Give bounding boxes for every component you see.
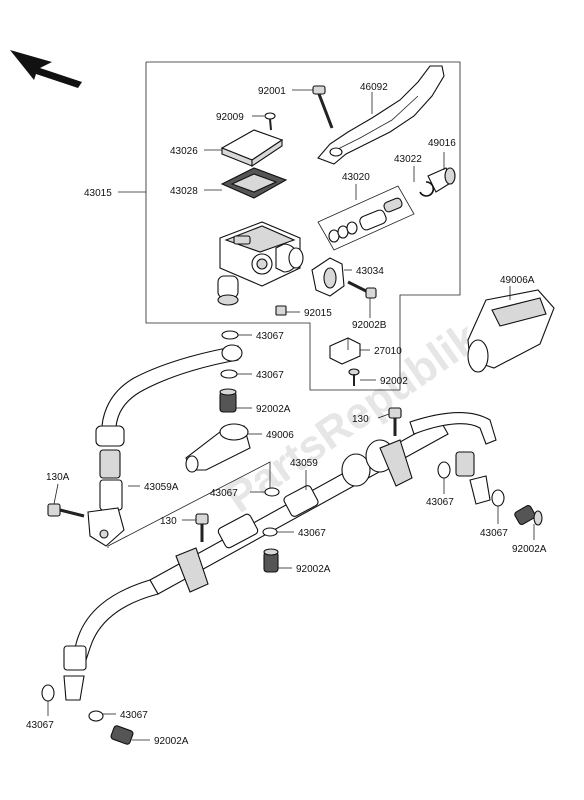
label-43067-c: 43067 <box>210 488 238 499</box>
label-92015: 92015 <box>304 308 332 319</box>
pivot-bolt-92001 <box>312 85 334 129</box>
leader-lines <box>47 89 535 741</box>
bolt-130-b <box>195 513 209 542</box>
brake-hose-43059 <box>149 412 497 595</box>
label-43067-b: 43067 <box>256 370 284 381</box>
label-92002A-d: 92002A <box>154 736 189 747</box>
brake-hose-lower <box>63 579 159 701</box>
label-92002A-b: 92002A <box>296 564 331 575</box>
banjo-bolt-92002A-a <box>219 388 237 413</box>
piston-kit-43020 <box>317 185 415 251</box>
dust-boot-49016 <box>427 167 456 193</box>
nut-92015 <box>275 305 287 316</box>
label-49016: 49016 <box>428 138 456 149</box>
label-43020: 43020 <box>342 172 370 183</box>
label-130-b: 130 <box>160 516 177 527</box>
part-labels: 92001 46092 92009 43026 49016 43022 4302… <box>26 82 547 747</box>
label-43067-f: 43067 <box>480 528 508 539</box>
brake-hose-43059A <box>87 344 243 547</box>
cap-49006 <box>185 423 251 473</box>
assembly-frame <box>145 61 461 391</box>
master-cylinder-body <box>217 221 304 306</box>
label-43015: 43015 <box>84 188 112 199</box>
banjo-bolt-92002A-d <box>110 725 134 745</box>
washer-43067-h <box>88 710 104 722</box>
clamp-43034 <box>311 257 345 297</box>
label-43059: 43059 <box>290 458 318 469</box>
washer-43067-c <box>264 487 280 497</box>
reservoir-cap-43026 <box>220 129 284 168</box>
label-92002B: 92002B <box>352 320 387 331</box>
label-92002A-a: 92002A <box>256 404 291 415</box>
label-46092: 46092 <box>360 82 388 93</box>
washer-43067-g <box>41 684 55 702</box>
label-92001: 92001 <box>258 86 286 97</box>
brake-lever-46092 <box>317 65 445 165</box>
label-43067-g: 43067 <box>26 720 54 731</box>
bolt-92002B <box>347 280 377 299</box>
screw-92009 <box>264 112 276 131</box>
front-direction-arrow-icon <box>10 50 82 88</box>
label-43067-a: 43067 <box>256 331 284 342</box>
label-43067-h: 43067 <box>120 710 148 721</box>
brake-switch-27010 <box>329 337 361 365</box>
label-27010: 27010 <box>374 346 402 357</box>
label-130-a: 130 <box>352 414 369 425</box>
washer-43067-b <box>220 369 238 379</box>
label-43026: 43026 <box>170 146 198 157</box>
bolt-130-a <box>388 407 402 436</box>
label-49006A: 49006A <box>500 275 535 286</box>
banjo-bolt-92002A-c <box>514 504 543 526</box>
washer-43067-d <box>262 527 278 537</box>
washer-43067-f <box>491 489 505 507</box>
label-43022: 43022 <box>394 154 422 165</box>
cover-49006A <box>467 289 555 373</box>
label-92002A-c: 92002A <box>512 544 547 555</box>
diaphragm-43028 <box>220 167 288 199</box>
label-92002: 92002 <box>380 376 408 387</box>
label-43067-e: 43067 <box>426 497 454 508</box>
bolt-130A <box>47 503 85 518</box>
label-130A: 130A <box>46 472 70 483</box>
washer-43067-e <box>437 461 451 479</box>
label-43059A: 43059A <box>144 482 179 493</box>
label-43028: 43028 <box>170 186 198 197</box>
washer-43067-a <box>221 330 239 340</box>
screw-92002 <box>348 368 360 386</box>
label-92009: 92009 <box>216 112 244 123</box>
label-43034: 43034 <box>356 266 384 277</box>
banjo-bolt-92002A-b <box>263 548 279 573</box>
circlip-43022 <box>419 181 435 197</box>
label-49006: 49006 <box>266 430 294 441</box>
label-43067-d: 43067 <box>298 528 326 539</box>
